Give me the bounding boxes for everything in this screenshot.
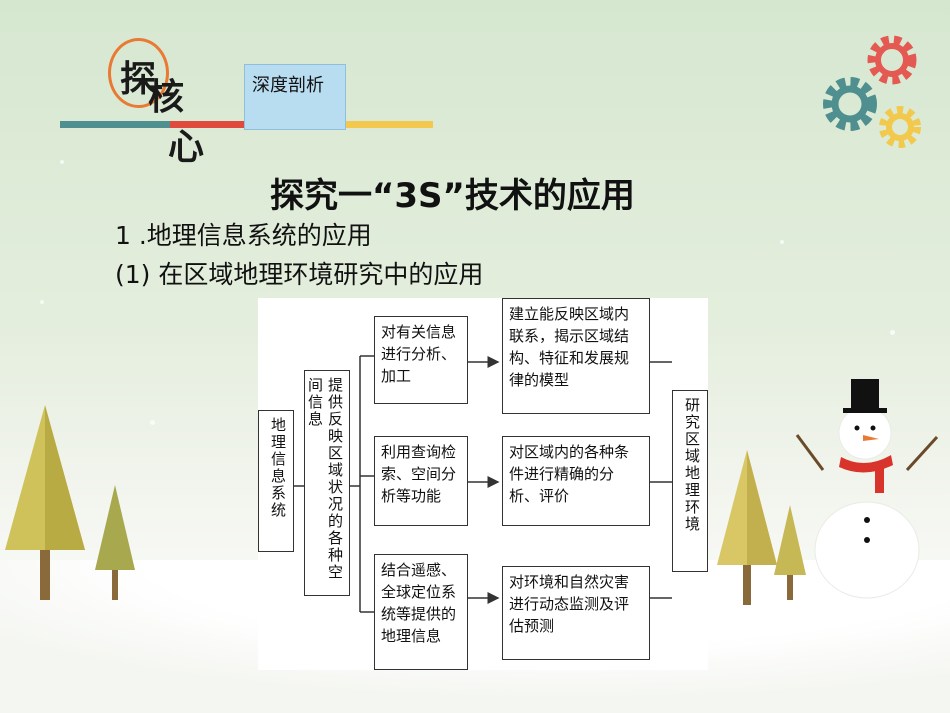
subtitle-box [244, 64, 346, 130]
tree-small-icon [95, 485, 135, 600]
right-box-1: 建立能反映区域内联系，揭示区域结构、特征和发展规律的模型 [502, 298, 650, 414]
subsection-heading: (1) 在区域地理环境研究中的应用 [115, 260, 484, 289]
mid-box-1: 对有关信息进行分析、加工 [374, 316, 468, 404]
header-bar-teal [60, 121, 170, 128]
right-box-2: 对区域内的各种条件进行精确的分析、评价 [502, 436, 650, 526]
logo-char-3: 心 [168, 127, 205, 168]
header-bar-yellow [345, 121, 433, 128]
result-box: 研究区域地理环境 [672, 390, 708, 572]
gis-box: 地理信息系统 [258, 410, 294, 552]
snow-dot [150, 420, 155, 425]
tree-tiny-icon [774, 505, 806, 600]
section-heading: 1 .地理信息系统的应用 [115, 221, 372, 250]
logo-char-2: 核 [148, 77, 185, 118]
snowman-icon [795, 379, 939, 599]
gears-icon [823, 35, 921, 148]
logo-circle [108, 38, 169, 108]
right-box-3: 对环境和自然灾害进行动态监测及评估预测 [502, 566, 650, 660]
logo-char-1: 探 [120, 59, 157, 100]
tree-right-icon [717, 450, 777, 605]
snow-dot [890, 330, 895, 335]
snow-dot [40, 300, 44, 304]
header-bar-red [170, 121, 245, 128]
mid-box-3: 结合遥感、全球定位系统等提供的地理信息 [374, 554, 468, 670]
snow-dot [60, 160, 64, 164]
subtitle-text: 深度剖析 [252, 75, 324, 96]
mid-box-2: 利用查询检索、空间分析等功能 [374, 436, 468, 526]
tree-left-icon [5, 405, 85, 600]
page-title: 探究一“3S”技术的应用 [270, 176, 635, 216]
snow-dot [780, 240, 784, 244]
provide-box: 提供反映区域状况的各种空间信息 [304, 370, 350, 596]
diagram-connectors [294, 355, 672, 613]
flow-diagram: 地理信息系统 提供反映区域状况的各种空间信息 对有关信息进行分析、加工 利用查询… [258, 298, 708, 670]
